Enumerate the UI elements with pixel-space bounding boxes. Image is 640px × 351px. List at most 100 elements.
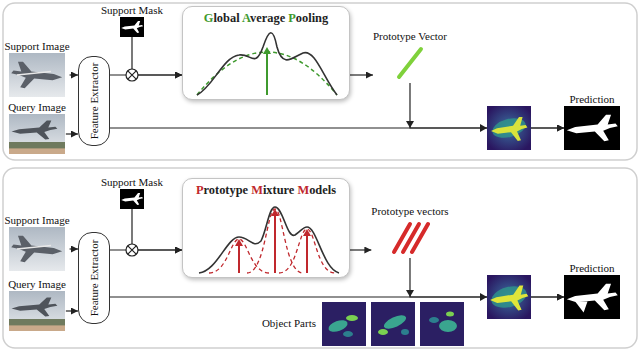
heatmap-image [487,275,531,319]
prediction-mask [567,284,618,310]
part-blob [446,312,454,317]
photo-ground [9,142,65,154]
heatmap-ground [487,275,531,319]
prototype-node: Prototype vectors [371,205,448,258]
prototype-vector [412,224,428,252]
heat-halo [490,115,528,141]
airplane-stripe [17,245,51,249]
extractor-label: Feature Extractor [88,61,100,141]
peak-arrowhead [263,47,271,54]
node-picture [564,106,620,150]
photo-ground [9,319,65,331]
node-label: Support Mask [101,4,163,17]
junction-arrowhead [406,290,414,297]
bottom-panel [3,168,637,348]
node-picture [9,114,65,154]
mixture-curve [199,207,339,273]
node-picture [9,227,65,271]
part-ground [322,302,366,346]
node-picture [9,291,65,331]
title-rest: ixture [263,183,294,197]
title-initial: P [196,183,204,197]
object-part-map [420,302,464,346]
prediction-ground [564,275,620,319]
component-curve [247,209,303,273]
prediction-ground [564,106,620,150]
part-ground [420,302,464,346]
photo-runway [9,148,65,154]
node-picture [120,189,144,209]
title-initial: P [288,11,296,25]
part-blob [401,329,409,335]
connector-arrow [132,209,182,250]
box-title: Global Average Pooling [183,10,349,27]
airplane [12,120,58,139]
node-picture [390,218,430,258]
node-label: Query Image [8,101,66,114]
heatmap-arrowhead [480,293,487,301]
peak-arrow [266,52,268,95]
object-part-map [371,302,415,346]
peak-arrowhead [235,239,243,246]
connector-arrow [350,249,371,250]
title-rest: odels [309,183,336,197]
feature-curve [197,33,337,95]
part-blob [346,315,358,321]
heatmap-ground [487,106,531,150]
connector-arrow [70,74,78,75]
mask-ground [120,17,144,37]
node-picture [9,53,65,97]
photo-sky [9,291,65,331]
mixture-box: Prototype Mixture Models [182,178,350,278]
junction-arrowhead [406,121,414,128]
photo-runway [9,325,65,331]
multiply-cross [128,246,136,254]
prediction-node: Prediction [564,93,620,150]
image-node: Support Image [4,214,69,271]
title-rest: lobal [213,11,239,25]
prototype-node: Prototype Vector [373,30,447,83]
connector-arrow [70,248,78,249]
image-node: Query Image [8,101,66,154]
heatmap-image [487,106,531,150]
photo-sky [9,53,65,97]
mask-object [121,21,143,33]
peak-arrowhead [271,209,279,216]
node-label: Support Image [4,214,69,227]
photo-sky [9,227,65,271]
multiply-symbol [126,69,138,81]
title-initial: G [204,11,214,25]
peak-arrow [238,244,240,273]
heatmap-arrowhead [480,124,487,132]
pooling-box: Global Average Pooling [182,6,350,100]
part-blob [429,317,439,323]
node-label: Support Mask [101,176,163,189]
connector-arrow [410,83,564,128]
multiply-cross [128,71,136,79]
photo-sky [9,114,65,154]
object-part-map [322,302,366,346]
box-title: Prototype Mixture Models [183,182,349,199]
node-picture [564,275,620,319]
node-picture [390,43,430,83]
prototype-vector [399,49,421,77]
peak-arrowhead [303,229,311,236]
title-rest: rototype [204,183,249,197]
peak-arrow [306,234,308,273]
mask-object [121,193,143,205]
connector-arrow [350,74,373,75]
part-blob [382,312,408,331]
extractor-label: Feature Extractor [88,237,100,319]
title-initial: M [251,183,263,197]
mask-image-node: Support Mask [101,176,163,209]
node-label: Prototype Vector [373,30,447,43]
multiply-symbol [126,244,138,256]
multiply-circle [126,69,138,81]
node-label: Prototype vectors [371,205,448,218]
airplane [11,236,62,262]
connector-arrow [66,310,78,311]
part-blob [439,320,457,332]
connector-arrow [410,258,564,297]
title-rest: verage [250,11,285,25]
connector-arrow [66,133,78,134]
